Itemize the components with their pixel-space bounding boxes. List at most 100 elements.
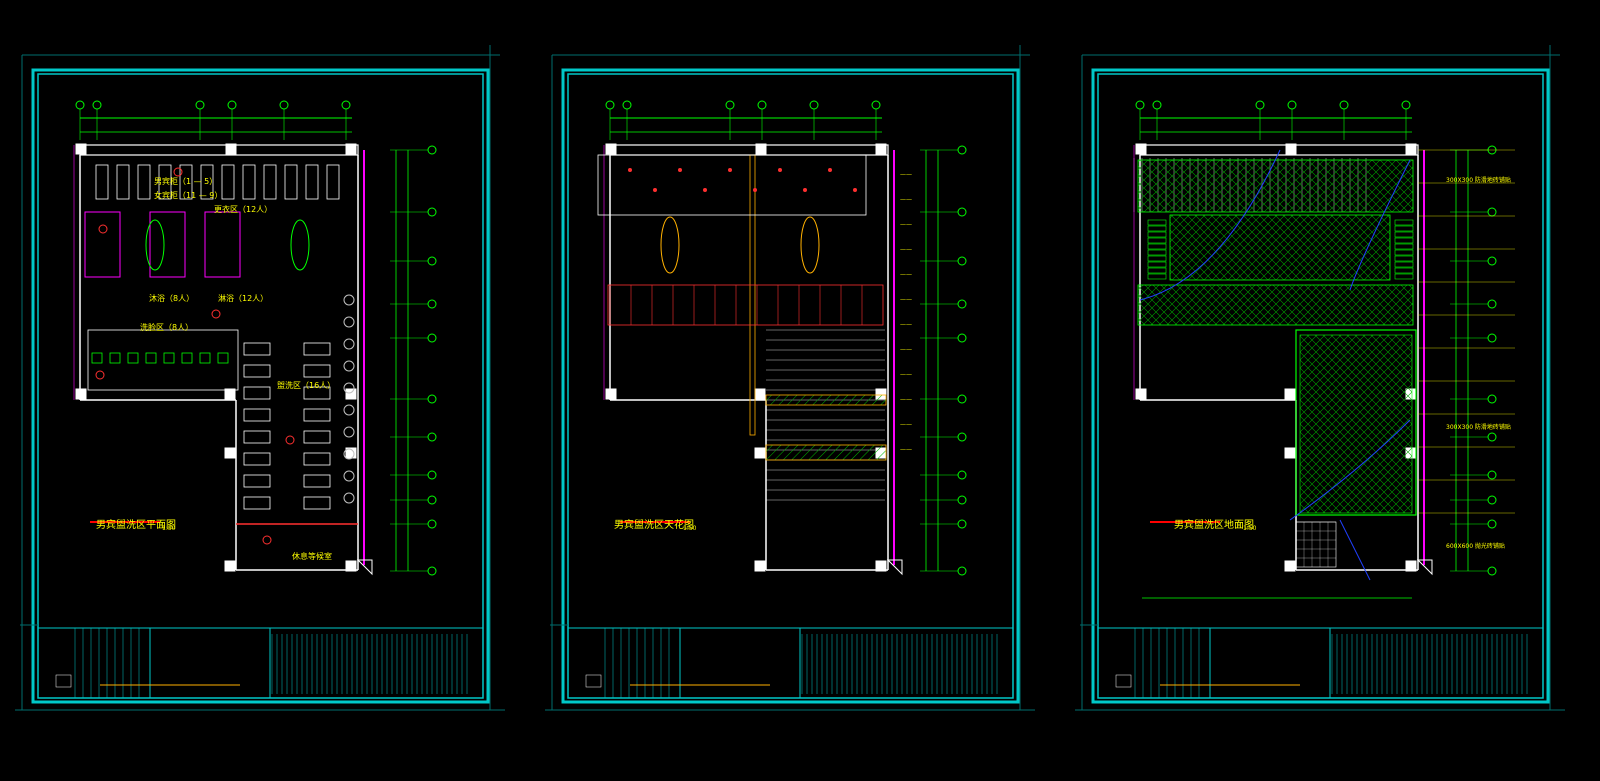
stair-step (1394, 249, 1414, 256)
downlight (703, 188, 707, 192)
stair-step (1147, 219, 1167, 226)
downlight (753, 188, 757, 192)
basin (199, 352, 211, 364)
leader-label: —— (900, 221, 912, 228)
axis-bubble-right (957, 394, 967, 404)
sheet-2-title: 男宾盥洗区天花图 (614, 520, 694, 531)
fixture-marker (98, 224, 108, 234)
downlight (678, 168, 682, 172)
plant-circle (343, 382, 355, 394)
bench (243, 452, 271, 466)
axis-bubble-top (1401, 100, 1411, 110)
column (1285, 143, 1297, 155)
column (755, 143, 767, 155)
ceiling-hatch (765, 394, 887, 406)
axis-bubble-right (427, 566, 437, 576)
stair-step (1147, 273, 1167, 280)
basin (109, 352, 121, 364)
bench (303, 430, 331, 444)
axis-bubble-top (1255, 100, 1265, 110)
stair-step (1394, 255, 1414, 262)
stair-step (1394, 243, 1414, 250)
locker (242, 164, 256, 200)
room-label-changing: 更衣区（12人） (214, 205, 273, 214)
room-label-waiting: 休息等候室 (292, 552, 332, 561)
ceiling-oval (800, 216, 820, 274)
axis-bubble-right (1487, 333, 1497, 343)
axis-bubble-top (757, 100, 767, 110)
floor-zone-top (1137, 159, 1414, 213)
plant-circle (343, 448, 355, 460)
downlight (853, 188, 857, 192)
axis-bubble-right (957, 333, 967, 343)
axis-bubble-top (279, 100, 289, 110)
axis-bubble-right (957, 299, 967, 309)
downlight (728, 168, 732, 172)
callout-floor-tile-1: 300X300 防滑地砖铺贴 (1446, 177, 1511, 184)
floor-zone-band (1137, 284, 1414, 326)
axis-bubble-right (1487, 566, 1497, 576)
bench (243, 474, 271, 488)
sheet-1-title: 男宾盥洗区平面图 (96, 520, 176, 531)
shower-room (84, 211, 121, 278)
leader-label: —— (900, 246, 912, 253)
locker (95, 164, 109, 200)
downlight (628, 168, 632, 172)
blue-curve-3 (1289, 419, 1411, 521)
bench (303, 342, 331, 356)
column (1284, 447, 1296, 459)
axis-bubble-top (341, 100, 351, 110)
stair-step (1147, 231, 1167, 238)
axis-bubble-right (1487, 299, 1497, 309)
column (1405, 560, 1417, 572)
bath-tub (145, 219, 165, 271)
fixture-marker (262, 535, 272, 545)
column (875, 560, 887, 572)
sheet-3-title: 男宾盥洗区地面图 (1174, 520, 1254, 531)
stair-step (1394, 273, 1414, 280)
bench (303, 386, 331, 400)
axis-bubble-right (427, 519, 437, 529)
bench (243, 342, 271, 356)
column (75, 143, 87, 155)
stair-step (1394, 231, 1414, 238)
blue-curve-4 (1339, 519, 1371, 581)
title-block (1098, 627, 1543, 698)
locker (263, 164, 277, 200)
downlight (778, 168, 782, 172)
axis-bubble-top (871, 100, 881, 110)
axis-bubble-right (1487, 207, 1497, 217)
column (1284, 388, 1296, 400)
door-symbol (1416, 559, 1433, 576)
axis-bubble-top (1339, 100, 1349, 110)
stair-step (1394, 237, 1414, 244)
axis-bubble-top (75, 100, 85, 110)
axis-bubble-top (1287, 100, 1297, 110)
axis-bubble-right (427, 495, 437, 505)
stair-step (1394, 261, 1414, 268)
column (754, 560, 766, 572)
blue-curve (1139, 149, 1281, 301)
axis-bubble-right (1487, 432, 1497, 442)
bench (243, 364, 271, 378)
wash-room (87, 329, 239, 391)
bench (243, 408, 271, 422)
ceiling-top (597, 154, 867, 216)
door-symbol (886, 559, 903, 576)
stair-step (1147, 267, 1167, 274)
axis-bubble-right (427, 299, 437, 309)
room-label-lockers-f: 女宾柜（11 — 9） (154, 191, 223, 200)
column (1135, 143, 1147, 155)
plant-circle (343, 360, 355, 372)
axis-bubble-right (427, 394, 437, 404)
column (754, 447, 766, 459)
basin (217, 352, 229, 364)
sheet-border-inner (37, 73, 484, 699)
sheet-border (31, 68, 490, 704)
column (345, 560, 357, 572)
callout-floor-tile-3: 600X600 抛光砖铺贴 (1446, 543, 1505, 550)
axis-bubble-right (957, 145, 967, 155)
wall-top (79, 144, 359, 156)
column (1284, 560, 1296, 572)
